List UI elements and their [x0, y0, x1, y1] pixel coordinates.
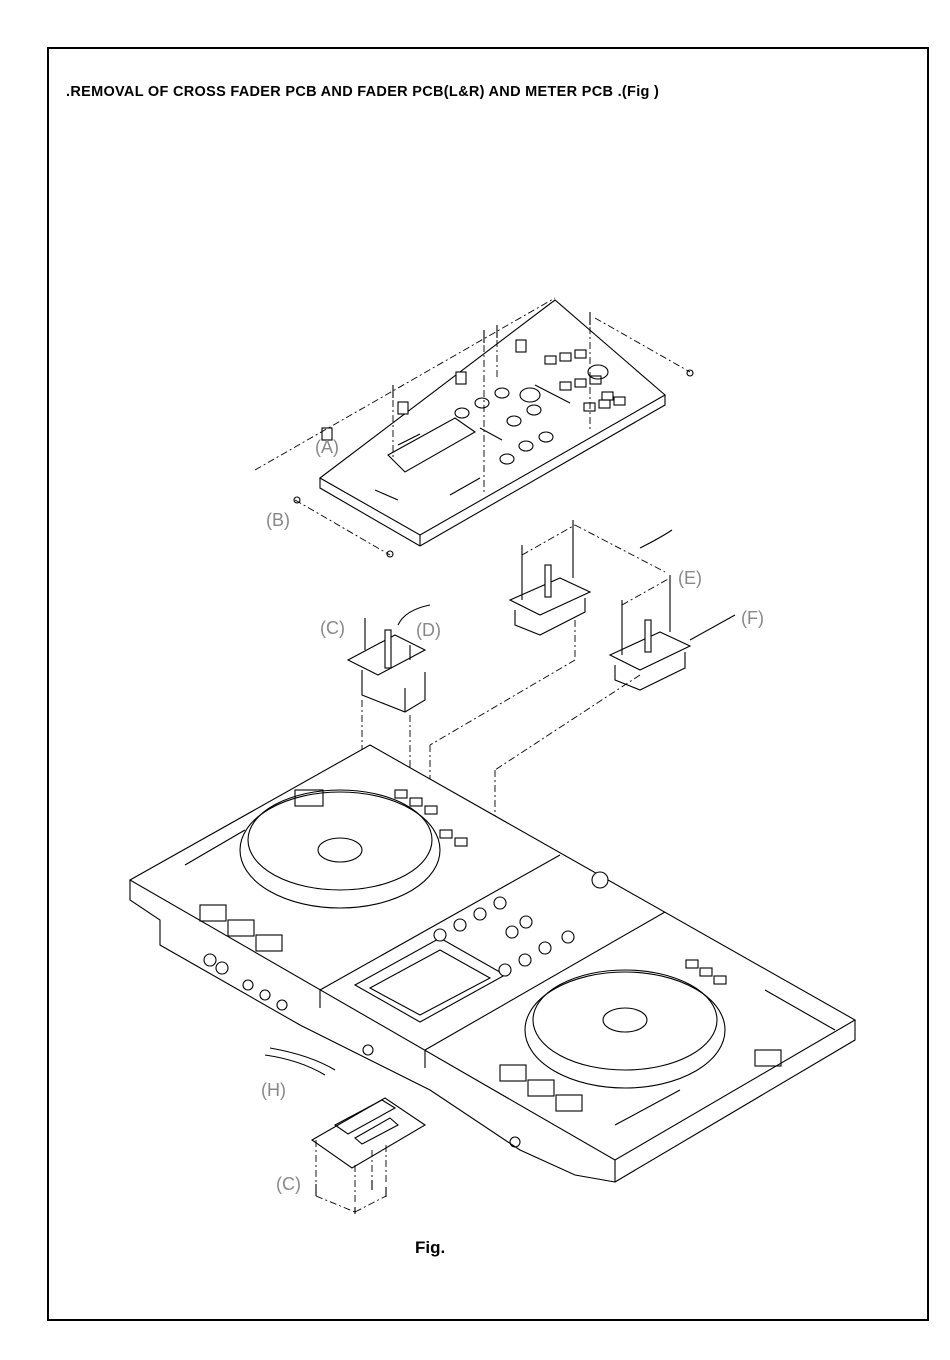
callout-d: (D) [416, 620, 441, 640]
callout-e: (E) [678, 568, 702, 588]
fader-pcb-left [510, 520, 672, 635]
fader-pcb-right [610, 575, 735, 690]
main-chassis [130, 745, 855, 1182]
callout-f: (F) [741, 608, 764, 628]
callout-c-lower: (C) [276, 1174, 301, 1194]
callout-c-upper: (C) [320, 618, 345, 638]
callout-h: (H) [261, 1080, 286, 1100]
figure-caption: Fig. [415, 1238, 445, 1258]
callout-a: (A) [315, 437, 339, 457]
callout-b: (B) [266, 510, 290, 530]
top-panel [255, 298, 693, 557]
